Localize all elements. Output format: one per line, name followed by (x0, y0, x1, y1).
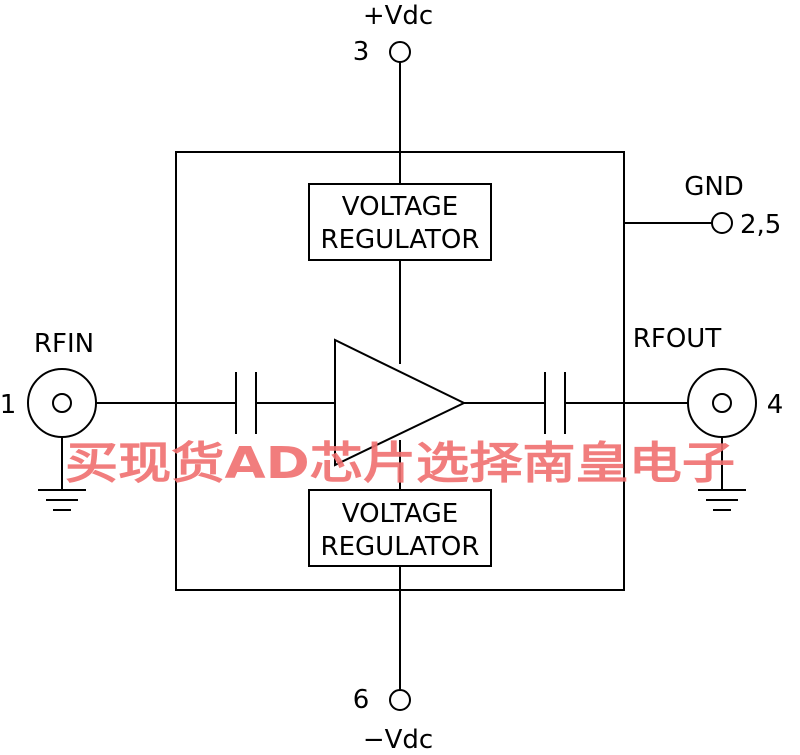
vneg-terminal (389, 689, 411, 711)
vneg-label: −Vdc (363, 725, 433, 755)
watermark-text: 买现货AD芯片选择南皇电子 (65, 438, 735, 489)
rfin-connector-icon (27, 368, 97, 511)
top-regulator-line1: VOLTAGE (342, 192, 458, 222)
rfout-connector-icon (687, 368, 757, 511)
rfin-pin-number: 1 (0, 390, 16, 420)
vpos-pin-number: 3 (353, 37, 370, 67)
rfout-pin-number: 4 (767, 390, 784, 420)
gnd-terminal (711, 212, 733, 234)
vneg-pin-number: 6 (353, 685, 370, 715)
rfout-label: RFOUT (633, 324, 722, 354)
gnd-label: GND (684, 172, 744, 202)
bottom-regulator-line2: REGULATOR (321, 532, 480, 562)
gnd-pin-number: 2,5 (740, 210, 781, 240)
top-regulator-line2: REGULATOR (321, 225, 480, 255)
vpos-terminal (389, 41, 411, 63)
vpos-label: +Vdc (363, 1, 433, 31)
bottom-regulator-line1: VOLTAGE (342, 499, 458, 529)
rfin-label: RFIN (34, 329, 94, 359)
